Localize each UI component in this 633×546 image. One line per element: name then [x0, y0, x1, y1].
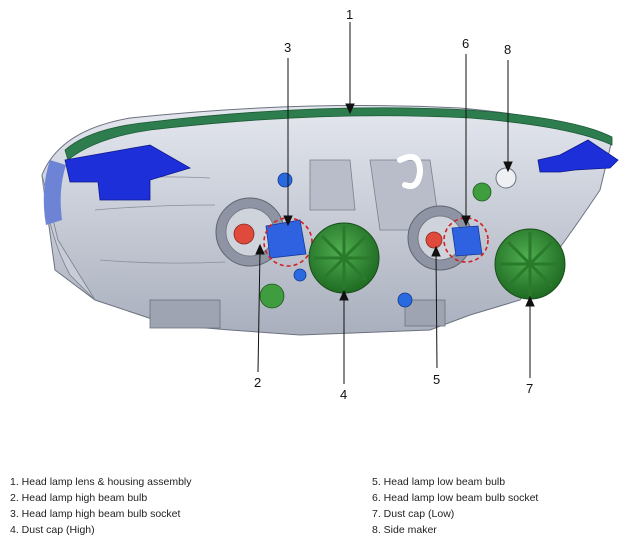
dust-cap-high [308, 222, 380, 294]
dust-cap-low [494, 228, 566, 300]
high-beam-bulb [233, 223, 255, 245]
callout-7: 7 [526, 381, 533, 396]
legend-item: 1. Head lamp lens & housing assembly [10, 476, 192, 488]
callout-1: 1 [346, 7, 353, 22]
side-marker-socket [495, 167, 517, 189]
legend-item: 7. Dust cap (Low) [372, 508, 455, 520]
lens-rim [64, 107, 613, 161]
low-beam-socket-highlight [443, 217, 489, 263]
legend-item: 2. Head lamp high beam bulb [10, 492, 148, 504]
legend-item: 6. Head lamp low beam bulb socket [372, 492, 539, 504]
callout-4: 4 [340, 387, 347, 402]
legend-item: 5. Head lamp low beam bulb [372, 476, 506, 488]
legend-item: 3. Head lamp high beam bulb socket [10, 508, 181, 520]
callout-8: 8 [504, 42, 511, 57]
left-bracket [64, 144, 192, 201]
legend-item: 4. Dust cap (High) [10, 524, 95, 536]
callout-6: 6 [462, 36, 469, 51]
legend-item: 8. Side maker [372, 524, 437, 536]
legend-right: 5. Head lamp low beam bulb 6. Head lamp … [372, 474, 538, 538]
headlamp-diagram: 1 2 3 4 5 6 7 8 [41, 7, 619, 402]
legend-left: 1. Head lamp lens & housing assembly 2. … [10, 474, 192, 538]
high-beam-area [215, 197, 313, 267]
right-bracket [537, 139, 619, 173]
callout-5: 5 [433, 372, 440, 387]
low-beam-area [407, 205, 489, 271]
callout-2: 2 [254, 375, 261, 390]
low-beam-bulb [425, 231, 443, 249]
callout-3: 3 [284, 40, 291, 55]
headlamp-housing [41, 105, 613, 336]
